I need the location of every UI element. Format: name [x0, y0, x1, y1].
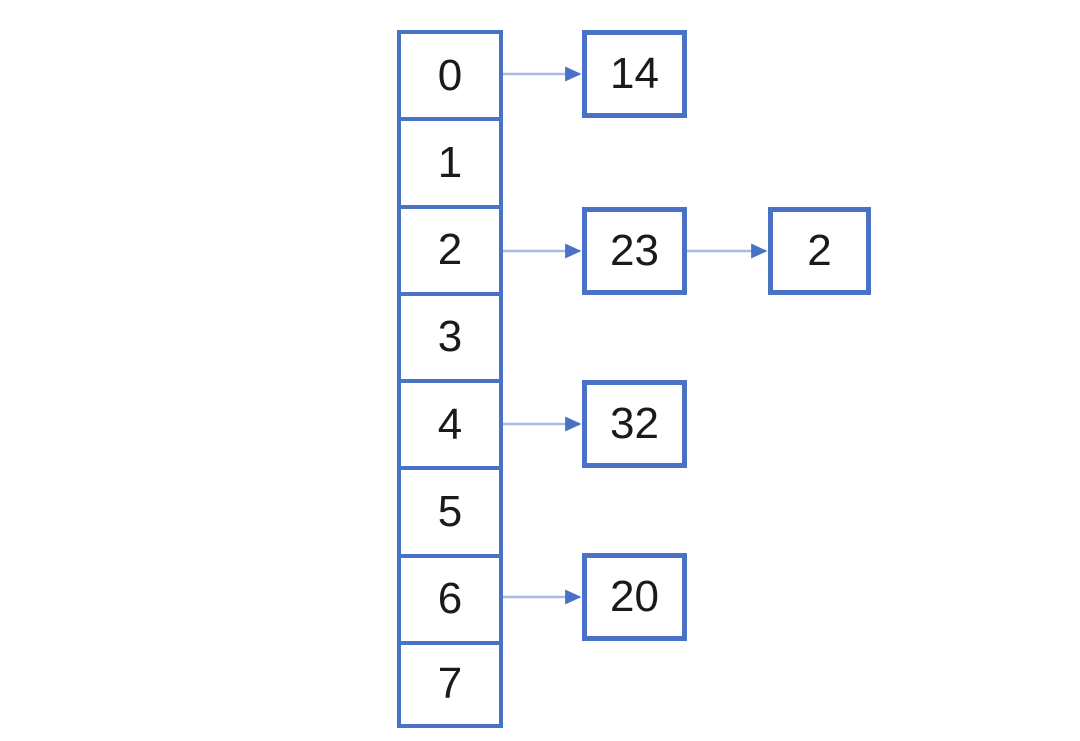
bucket-index-label: 5	[437, 486, 463, 536]
bucket-index-label: 7	[437, 659, 463, 709]
bucket-index-label: 2	[437, 225, 463, 275]
chain-node-value: 23	[610, 226, 659, 275]
bucket-slot-6[interactable]: 6	[397, 553, 503, 641]
bucket-slot-4[interactable]: 4	[397, 379, 503, 467]
bucket-slot-0[interactable]: 0	[397, 30, 503, 118]
chain-node-value: 2	[807, 226, 832, 275]
chain-node-bucket6-0[interactable]: 20	[582, 553, 687, 641]
bucket-index-label: 4	[437, 399, 463, 449]
chain-node-value: 14	[610, 49, 659, 98]
bucket-index-label: 1	[437, 137, 463, 187]
chain-node-bucket0-0[interactable]: 14	[582, 30, 687, 118]
bucket-slot-2[interactable]: 2	[397, 204, 503, 292]
bucket-index-label: 3	[437, 312, 463, 362]
bucket-slot-3[interactable]: 3	[397, 291, 503, 379]
chain-node-bucket2-0[interactable]: 23	[582, 207, 687, 295]
hash-bucket-array: 0 1 2 3 4 5 6 7	[397, 30, 503, 728]
chain-node-bucket2-1[interactable]: 2	[768, 207, 871, 295]
bucket-slot-1[interactable]: 1	[397, 117, 503, 205]
bucket-index-label: 6	[437, 574, 463, 624]
chain-node-value: 32	[610, 399, 659, 448]
bucket-index-label: 0	[437, 50, 463, 100]
bucket-slot-5[interactable]: 5	[397, 466, 503, 554]
chain-node-value: 20	[610, 572, 659, 621]
chain-node-bucket4-0[interactable]: 32	[582, 380, 687, 468]
bucket-slot-7[interactable]: 7	[397, 640, 503, 728]
